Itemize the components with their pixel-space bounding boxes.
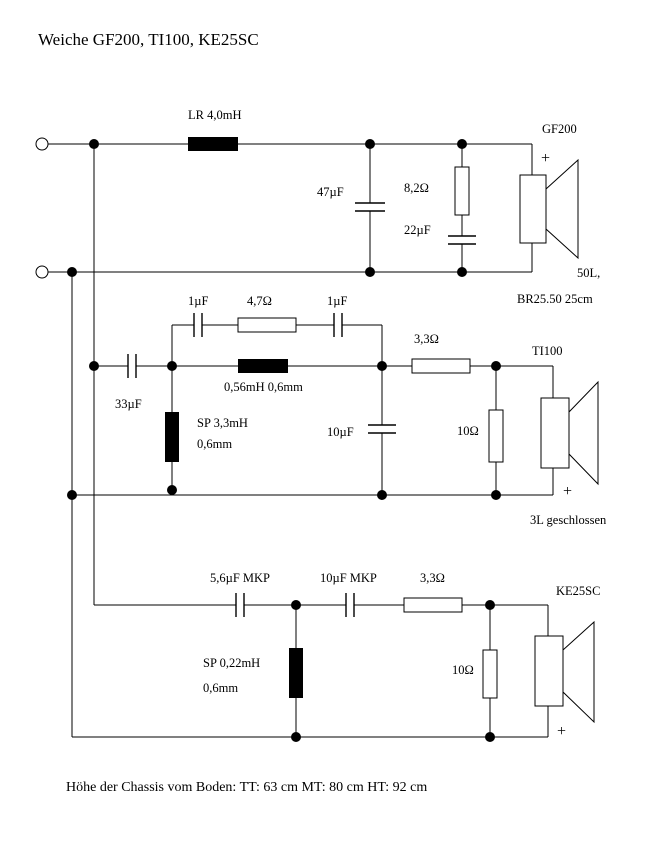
label-ke25sc: KE25SC <box>556 584 600 598</box>
input-terminal-minus <box>35 265 49 279</box>
label-5-6uf: 5,6µF MKP <box>210 571 270 585</box>
speaker-ke25sc <box>534 635 564 707</box>
diagram-title: Weiche GF200, TI100, KE25SC <box>38 30 259 49</box>
label-sp-0-22mh-wire: 0,6mm <box>203 681 238 695</box>
resistor-8-2ohm <box>454 166 470 216</box>
label-4-7ohm: 4,7Ω <box>247 294 272 308</box>
label-10ohm-tw: 10Ω <box>452 663 474 677</box>
label-1uf-b: 1µF <box>327 294 347 308</box>
label-0-56mh: 0,56mH 0,6mm <box>224 380 303 394</box>
label-gf200: GF200 <box>542 122 577 136</box>
label-3-3ohm-tw: 3,3Ω <box>420 571 445 585</box>
label-sp-3-3mh: SP 3,3mH <box>197 416 248 430</box>
resistor-3-3ohm-mid <box>411 358 471 374</box>
label-8-2ohm: 8,2Ω <box>404 181 429 195</box>
speaker-gf200 <box>519 174 547 244</box>
label-sp-0-22mh: SP 0,22mH <box>203 656 260 670</box>
label-gf200-plus: + <box>541 150 550 167</box>
label-ti100: TI100 <box>532 344 563 358</box>
resistor-3-3ohm-tw <box>403 597 463 613</box>
label-sp-3-3mh-wire: 0,6mm <box>197 437 232 451</box>
label-3-3ohm-mid: 3,3Ω <box>414 332 439 346</box>
label-1uf-a: 1µF <box>188 294 208 308</box>
woofer-section: LR 4,0mH 47µF 8,2Ω 22µF GF200 + 50L, BR2… <box>35 108 600 306</box>
label-10ohm-mid: 10Ω <box>457 424 479 438</box>
speaker-ti100 <box>540 397 570 469</box>
label-33uf: 33µF <box>115 397 142 411</box>
label-47uf: 47µF <box>317 185 344 199</box>
label-22uf: 22µF <box>404 223 431 237</box>
label-lr-inductor: LR 4,0mH <box>188 108 241 122</box>
resistor-10ohm-tw <box>482 649 498 699</box>
label-10uf-mid: 10µF <box>327 425 354 439</box>
inductor-sp-0-22mh <box>289 648 303 698</box>
resistor-4-7ohm <box>237 317 297 333</box>
label-box-volume: 50L, <box>577 266 600 280</box>
label-10uf-tw: 10µF MKP <box>320 571 377 585</box>
resistor-10ohm-mid <box>488 409 504 463</box>
inductor-sp-3-3mh <box>165 412 179 462</box>
input-terminal-plus <box>35 137 49 151</box>
label-ke25sc-plus: + <box>557 723 566 740</box>
inductor-lr-4mh <box>188 137 238 151</box>
footer-chassis-heights: Höhe der Chassis vom Boden: TT: 63 cm MT… <box>66 780 427 795</box>
label-ti100-plus: + <box>563 483 572 500</box>
midrange-section: 1µF 4,7Ω 1µF 3,3Ω TI100 33µF 0,56mH 0,6m… <box>67 294 607 527</box>
label-closed-box: 3L geschlossen <box>530 513 607 527</box>
label-box-port: BR25.50 25cm <box>517 292 593 306</box>
inductor-0-56mh <box>238 359 288 373</box>
tweeter-section: 5,6µF MKP 10µF MKP 3,3Ω KE25SC SP 0,22mH… <box>72 571 600 742</box>
